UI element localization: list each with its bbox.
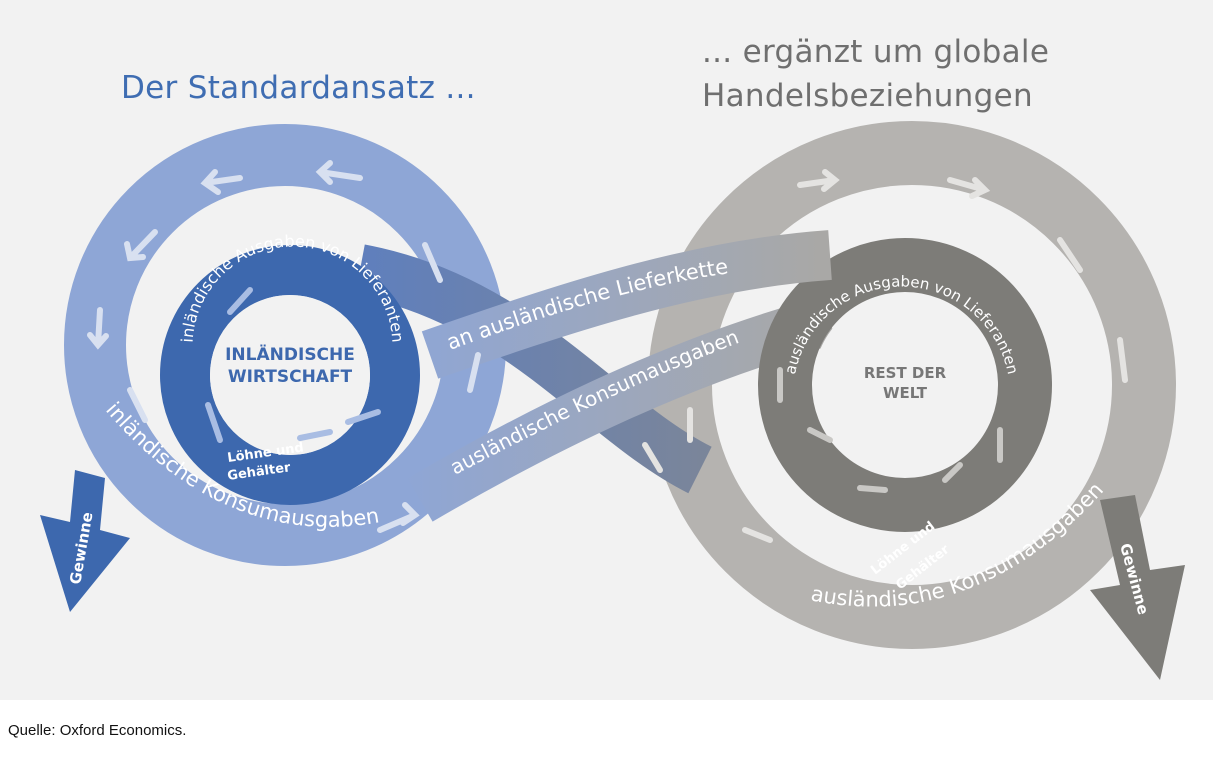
inner-arrows <box>205 287 381 443</box>
left-center-label-2: WIRTSCHAFT <box>228 367 353 387</box>
diagram-title-left: Der Standardansatz ... <box>121 70 476 106</box>
right-core <box>813 293 997 477</box>
left-core <box>210 295 370 455</box>
diagram-title-right-line2: Handelsbeziehungen <box>702 78 1033 114</box>
economic-flow-diagram: INLÄNDISCHE WIRTSCHAFT REST DER WELT inl… <box>40 121 1185 680</box>
band-foreign-consumption-cross <box>354 244 713 494</box>
footer <box>0 700 1213 763</box>
diagram-title-right: ... ergänzt um globale Handelsbeziehunge… <box>702 30 1049 118</box>
right-center-label-1: REST DER <box>864 364 947 382</box>
flow-arrows-right <box>642 169 1128 543</box>
band-supply-chain <box>421 230 832 379</box>
right-inner-ring <box>758 238 1052 532</box>
left-inner-ring <box>160 245 420 505</box>
left-center-label-1: INLÄNDISCHE <box>225 343 355 365</box>
right-center-label-2: WELT <box>883 384 928 402</box>
source-note: Quelle: Oxford Economics. <box>8 722 187 739</box>
profit-arrow-right <box>1090 495 1185 680</box>
profit-arrow-left <box>40 470 130 612</box>
inner-arrows-right <box>777 367 1003 493</box>
diagram-title-right-line1: ... ergänzt um globale <box>702 34 1050 70</box>
flow-arrows <box>87 160 481 533</box>
